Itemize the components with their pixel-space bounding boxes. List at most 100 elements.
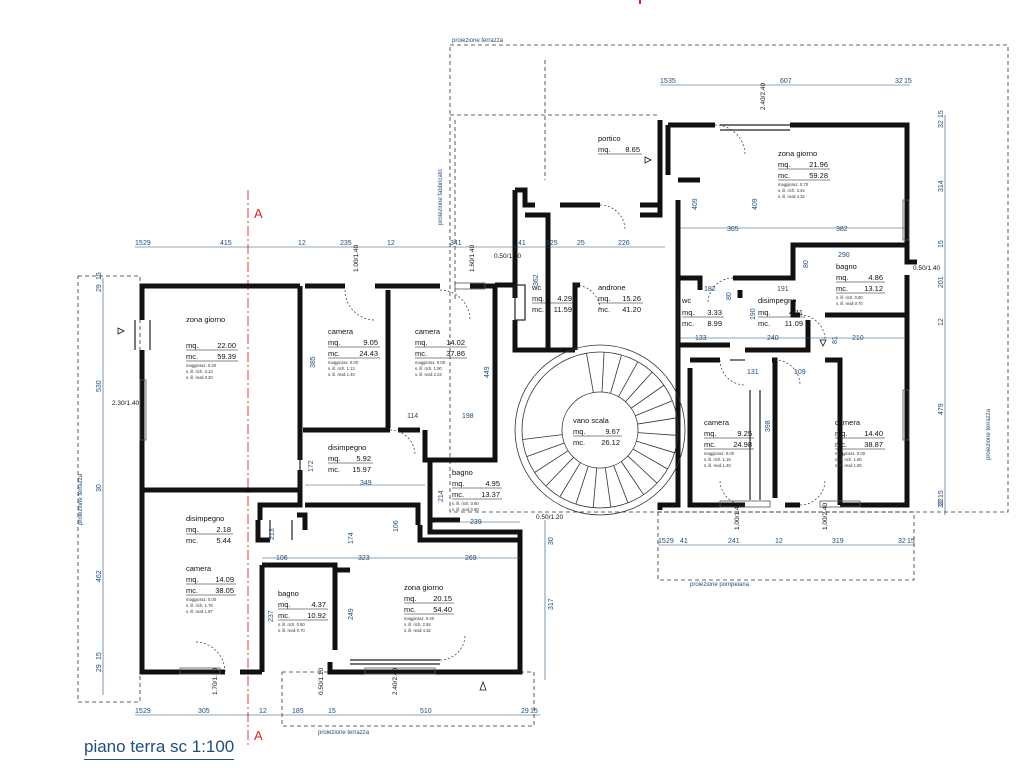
dim-misc-27: 213	[269, 528, 276, 540]
mq-value: 4.95	[485, 479, 500, 488]
note-1: s. ill. rich. 0.60	[278, 622, 305, 627]
mq-label: mq.	[186, 341, 199, 350]
room-camera-sw: camera mq. 14.09 mc. 38.05 maggioraz. 0.…	[186, 564, 236, 614]
room-camera-2: camera mq. 14.02 mc. 37.86 maggioraz. 0.…	[415, 327, 467, 377]
dim-right-7: 32	[938, 500, 945, 508]
room-name: camera	[186, 564, 212, 573]
dimension-lines	[102, 84, 946, 716]
dim-top-mid-2: 25	[577, 240, 585, 247]
note-2: s. ill. rich. 3.44	[778, 188, 805, 193]
dim-left-0: 29	[96, 284, 103, 292]
dim-misc-14: 131	[747, 369, 759, 376]
dim-top-w-2: 415	[220, 240, 232, 247]
opening-11: 2.40/2.40	[392, 668, 399, 695]
note-2: s. ill. rich. 1.80	[835, 457, 862, 462]
dim-misc-31: 269	[465, 555, 477, 562]
note-3: s. ill. reali 1.40	[328, 372, 355, 377]
projection-labels: proiezione terrazza proiezione fabbricat…	[78, 38, 992, 736]
stair-tread	[625, 371, 653, 403]
stair-tread	[601, 352, 605, 393]
dim-right-6: 479	[938, 403, 945, 415]
mc-label: mc.	[573, 438, 585, 447]
dim-misc-3: 382	[836, 226, 848, 233]
mc-value: 24.43	[359, 349, 378, 358]
dim-misc-34: 317	[548, 598, 555, 610]
note-1: maggioraz. 0.70	[778, 182, 809, 187]
mq-label: mq.	[758, 308, 771, 317]
opening-6: 0.50/1.20	[536, 514, 563, 521]
room-name: vano scala	[573, 416, 610, 425]
windows	[139, 199, 910, 675]
note-3: s. ill. reali 2.24	[415, 372, 442, 377]
mc-value: 41.20	[622, 305, 641, 314]
dim-misc-26: 106	[276, 555, 288, 562]
mc-value: 26.12	[601, 438, 620, 447]
dim-misc-15: 109	[794, 369, 806, 376]
label-proiezione-terrazza-bottom: proiezione terrazza	[318, 730, 370, 736]
dim-left-4: 462	[96, 570, 103, 582]
room-name: zona giorno	[778, 149, 817, 158]
opening-1: 1.00/1.40	[353, 245, 360, 272]
dim-bottom-w-5: 15	[328, 708, 336, 715]
dim-left-2: 530	[96, 380, 103, 392]
dim-bottom-e-3: 241	[728, 538, 740, 545]
room-tags: zona giorno mq. 22.00 mc. 59.39 maggiora…	[186, 134, 885, 633]
note-3: s. ill. reali 3.20	[186, 375, 213, 380]
dim-misc-19: 449	[484, 366, 491, 378]
dim-misc-33: 249	[348, 608, 355, 620]
room-wc-2: wc mq. 3.33 mc. 8.99	[681, 296, 724, 328]
drawing-title: piano terra sc 1:100	[84, 737, 235, 760]
room-name: camera	[415, 327, 441, 336]
room-name: camera	[328, 327, 354, 336]
dim-misc-6: 191	[777, 286, 789, 293]
room-name: disimpegno	[758, 296, 796, 305]
dim-top-w-1: 29	[143, 240, 151, 247]
mc-value: 24.98	[733, 440, 752, 449]
mq-label: mq.	[598, 145, 611, 154]
dim-bottom-e-6: 32	[898, 538, 906, 545]
note-2: s. ill. reali 0.60	[452, 507, 479, 512]
mc-value: 54.40	[433, 605, 452, 614]
dim-bottom-e-2: 41	[680, 538, 688, 545]
mq-label: mq.	[836, 273, 849, 282]
mc-value: 37.86	[446, 349, 465, 358]
dim-misc-23: 349	[360, 480, 372, 487]
opening-9: 1.70/1.10	[212, 668, 219, 695]
mq-value: 9.25	[737, 429, 752, 438]
dim-misc-21: 198	[462, 413, 474, 420]
dim-misc-0: 409	[692, 198, 699, 210]
room-name: portico	[598, 134, 621, 143]
dim-misc-36: 22	[938, 498, 945, 506]
mq-value: 14.02	[446, 338, 465, 347]
mq-label: mq.	[835, 429, 848, 438]
stair-tread	[592, 467, 598, 508]
room-zona-giorno-south: zona giorno mq. 20.15 mc. 54.40 maggiora…	[404, 583, 454, 633]
stair-tread	[534, 450, 569, 473]
stair-tread	[604, 467, 612, 508]
mc-value: 11.09	[785, 319, 803, 328]
dim-misc-35: 30	[548, 537, 555, 545]
door-swings	[194, 124, 826, 673]
dim-misc-9: 190	[750, 308, 757, 320]
mq-value: 14.09	[215, 575, 234, 584]
dim-bottom-w-2: 305	[198, 708, 210, 715]
dim-right-4: 201	[938, 276, 945, 288]
dim-bottom-w-4: 185	[292, 708, 304, 715]
note-1: maggioraz. 0.00	[328, 360, 359, 365]
note-2: s. ill. rich. 1.16	[704, 457, 731, 462]
dim-misc-10: 133	[695, 335, 707, 342]
stair-tread	[559, 462, 581, 498]
dim-bottom-w-0: 15	[135, 708, 143, 715]
dim-bottom-w-8: 15	[530, 708, 538, 715]
mc-value: 38.05	[215, 586, 234, 595]
mc-value: 38.87	[864, 440, 883, 449]
mc-label: mc.	[532, 305, 544, 314]
dim-misc-18: 385	[310, 356, 317, 368]
mc-label: mc.	[836, 284, 848, 293]
stair-tread	[575, 466, 589, 505]
dim-top-w-6: 341	[450, 240, 462, 247]
room-name: bagno	[452, 468, 473, 477]
mc-label: mc.	[452, 490, 464, 499]
dim-misc-32: 237	[268, 610, 275, 622]
